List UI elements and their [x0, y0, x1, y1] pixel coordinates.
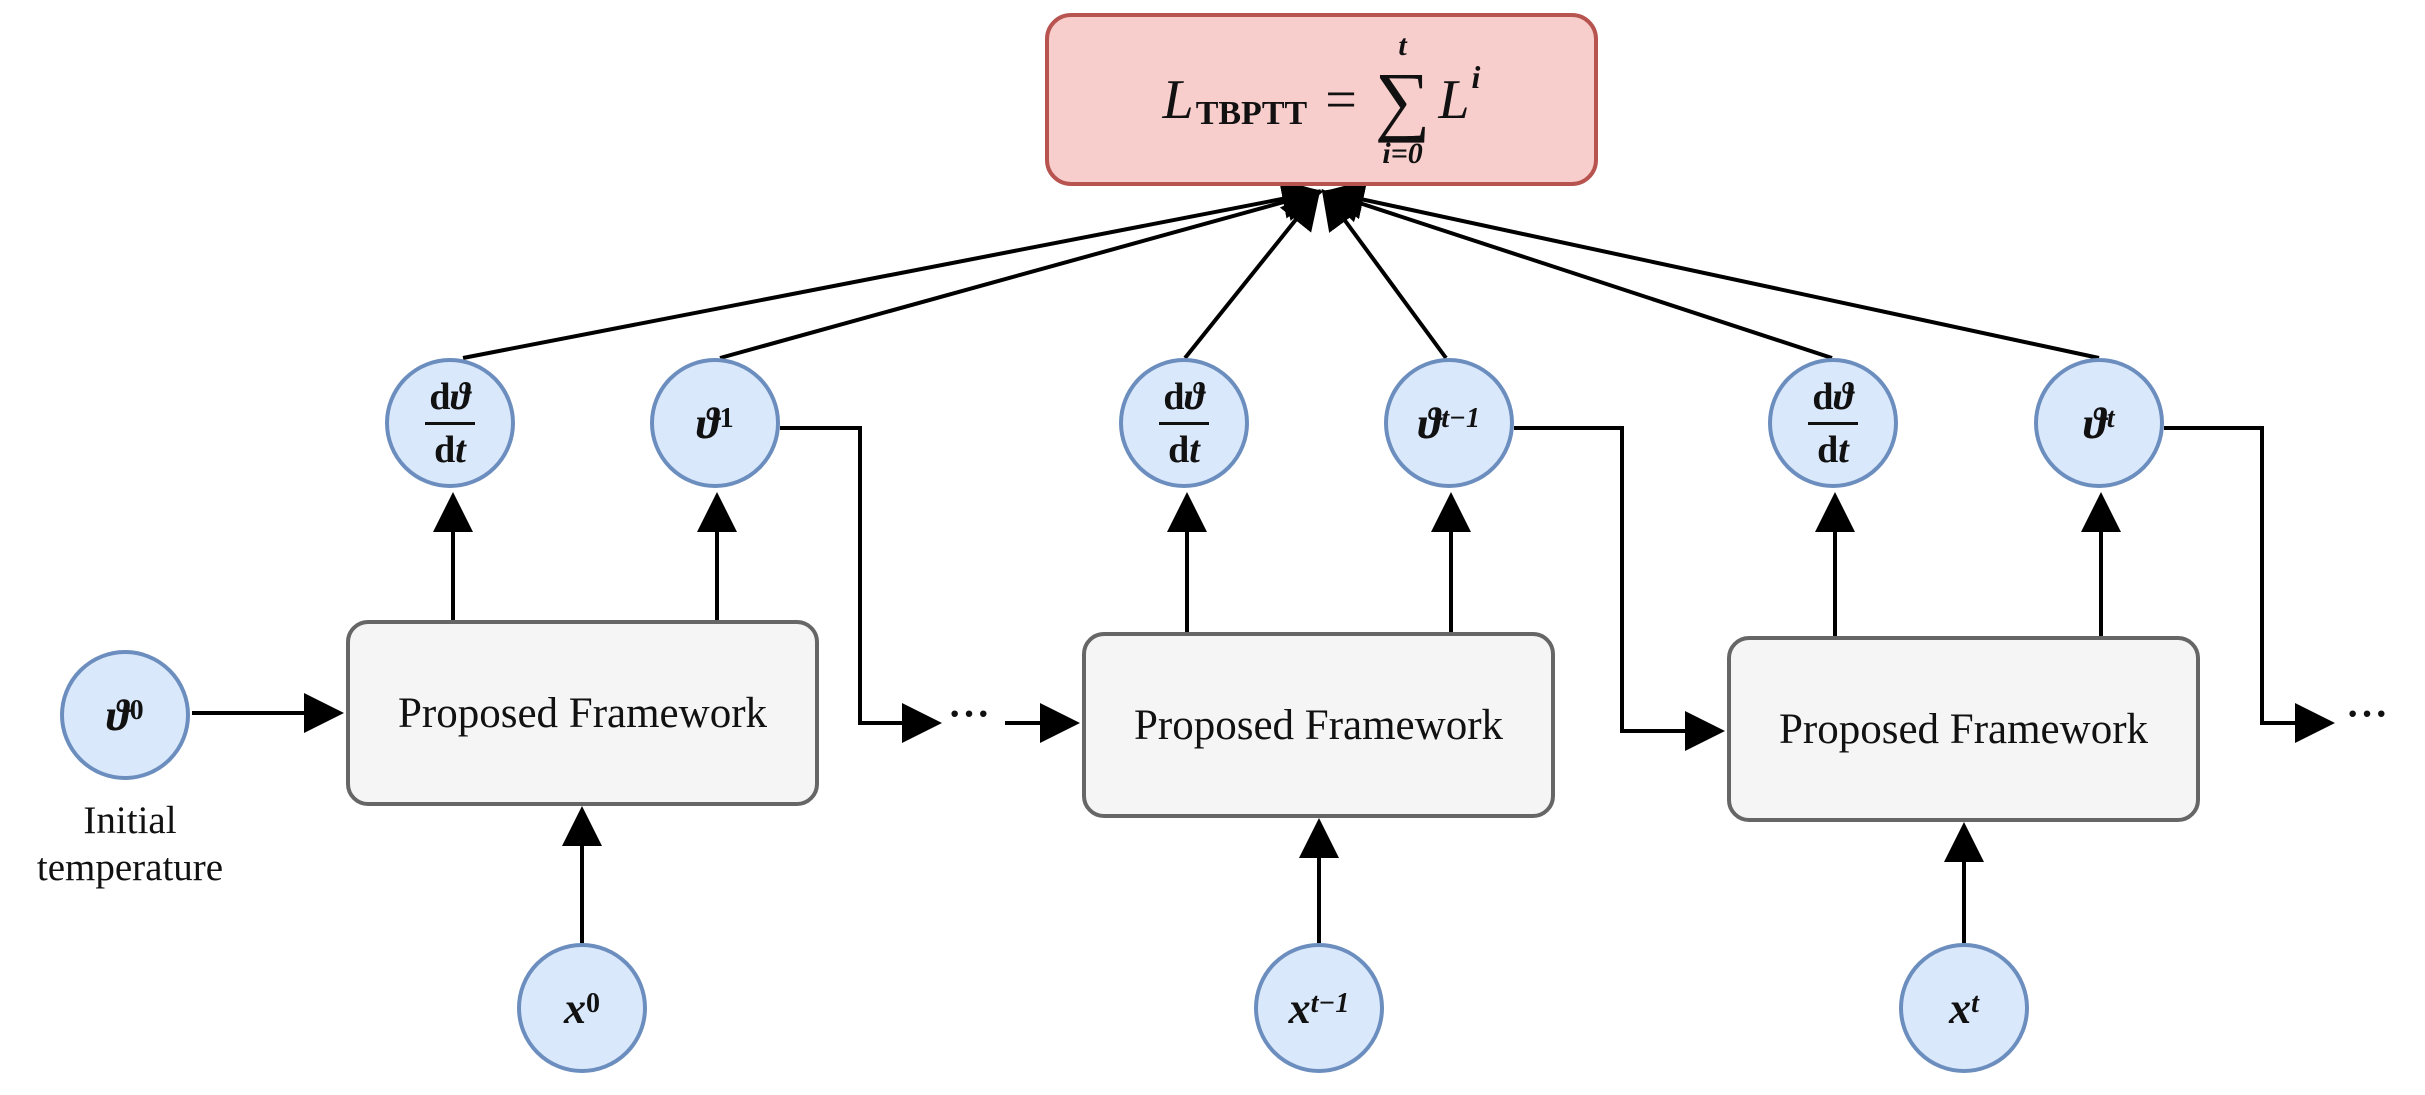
arrow-theta1-forward — [780, 426, 942, 743]
arrow-thetat-forward — [2164, 426, 2335, 743]
arrow-deriv1-to-loss — [462, 179, 1322, 360]
sum-lower-limit: i=0 — [1382, 136, 1423, 170]
loss-subscript: TBPTT — [1195, 94, 1308, 132]
summation: t ∑ i=0 — [1374, 28, 1431, 170]
loss-term-superscript: i — [1471, 59, 1481, 95]
proposed-framework-box-3: Proposed Framework — [1727, 636, 2200, 822]
equals-sign: = — [1325, 68, 1357, 131]
arrow-thetatm1-to-loss — [1321, 188, 1448, 360]
ellipsis-2: ··· — [2346, 691, 2390, 736]
arrow-thetat-to-loss — [1324, 180, 2100, 360]
arrow-thetatm1-to-pf2 — [1514, 426, 1725, 751]
ellipsis-1: ··· — [948, 691, 992, 736]
initial-temperature-label: Initial temperature — [36, 799, 224, 889]
proposed-framework-box-2: Proposed Framework — [1082, 632, 1555, 818]
sigma-symbol: ∑ — [1374, 55, 1431, 143]
sum-upper-limit: t — [1398, 28, 1407, 62]
arrow-deriv2-to-loss — [1183, 188, 1321, 360]
proposed-framework-box-1: Proposed Framework — [346, 620, 819, 806]
loss-term: L — [1438, 68, 1470, 131]
arrow-theta1-to-loss — [719, 182, 1324, 360]
loss-symbol: L — [1162, 68, 1194, 131]
arrow-deriv3-to-loss — [1322, 184, 1833, 360]
